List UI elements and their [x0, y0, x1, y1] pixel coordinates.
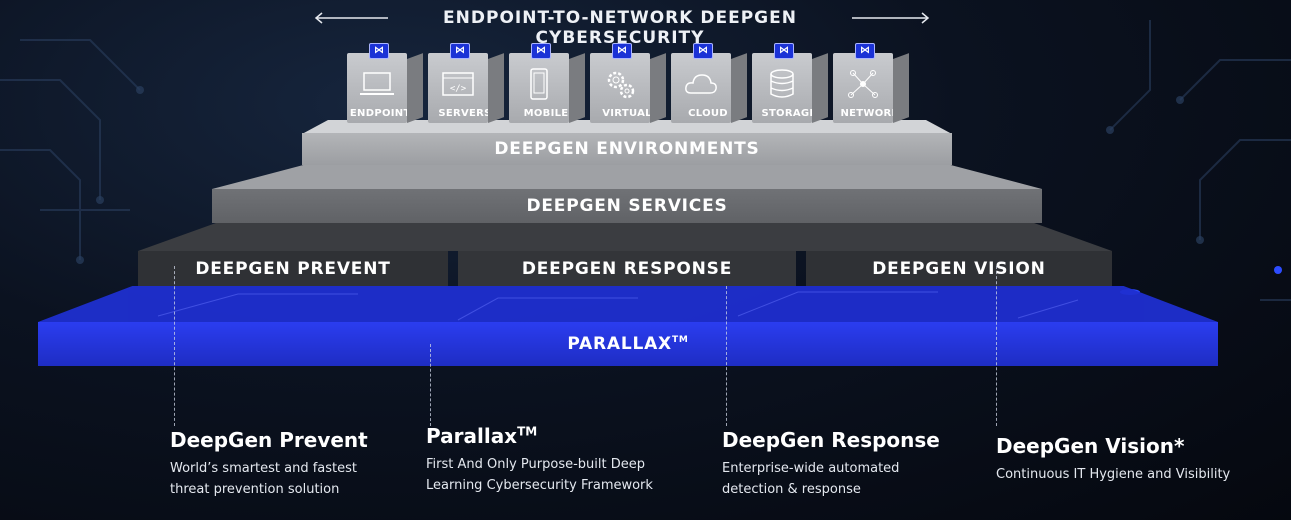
env-label: VIRTUAL	[602, 108, 652, 119]
deepgen-logo-icon: ⋈	[450, 43, 470, 59]
header-title: ENDPOINT-TO-NETWORK DEEPGEN CYBERSECURIT…	[443, 8, 797, 48]
env-label: SERVERS	[438, 108, 492, 119]
connector-prevent	[174, 266, 175, 426]
env-cloud: ⋈ CLOUD	[671, 43, 731, 123]
parallax-tm: TM	[671, 335, 689, 345]
parallax-label: PARALLAX	[567, 334, 672, 354]
env-storage: ⋈ STORAGE	[752, 43, 816, 123]
connector-response	[726, 286, 727, 426]
network-nodes-icon	[848, 70, 878, 98]
env-mobile: ⋈ MOBILE	[509, 43, 569, 123]
deepgen-logo-icon: ⋈	[855, 43, 875, 59]
env-virtual: ⋈ VIRTUAL	[590, 43, 651, 123]
desc-text: Continuous IT Hygiene and Visibility	[996, 467, 1231, 482]
desc-deepgen-response: DeepGen Response Enterprise-wide automat…	[722, 428, 940, 500]
env-label: MOBILE	[523, 108, 569, 119]
tier-deepgen-prevent: DEEPGEN PREVENT	[138, 251, 448, 286]
tier-deepgen-environments: DEEPGEN ENVIRONMENTS	[302, 133, 952, 165]
env-servers: ⋈ </> SERVERS	[428, 43, 491, 123]
deepgen-logo-icon: ⋈	[693, 43, 713, 59]
env-label: STORAGE	[761, 108, 817, 119]
left-arrow-icon	[314, 12, 388, 24]
products-layer-top	[138, 223, 1112, 251]
tier-deepgen-response: DEEPGEN RESPONSE	[458, 251, 796, 286]
services-layer-top	[212, 165, 1042, 189]
desc-title: DeepGen Response	[722, 428, 940, 452]
connector-vision	[996, 266, 997, 426]
desc-title: DeepGen Vision*	[996, 434, 1185, 458]
tier-deepgen-services: DEEPGEN SERVICES	[212, 189, 1042, 223]
desc-title: ParallaxTM	[426, 424, 538, 448]
desc-deepgen-vision: DeepGen Vision* Continuous IT Hygiene an…	[996, 434, 1230, 485]
env-endpoints: ⋈ ENDPOINTS	[347, 43, 418, 123]
environments-layer-top	[302, 120, 952, 134]
desc-parallax: ParallaxTM First And Only Purpose-built …	[426, 424, 653, 496]
mobile-phone-icon	[530, 68, 548, 100]
env-label: ENDPOINTS	[349, 108, 419, 119]
desc-deepgen-prevent: DeepGen Prevent World’s smartest and fas…	[170, 428, 368, 500]
env-label: CLOUD	[688, 108, 728, 119]
code-window-icon: </>	[442, 72, 474, 96]
deepgen-logo-icon: ⋈	[369, 43, 389, 59]
laptop-icon	[360, 72, 394, 95]
header: ENDPOINT-TO-NETWORK DEEPGEN CYBERSECURIT…	[0, 8, 1291, 48]
deepgen-logo-icon: ⋈	[774, 43, 794, 59]
cloud-icon	[685, 74, 717, 94]
deepgen-logo-icon: ⋈	[531, 43, 551, 59]
env-label: NETWORK	[840, 108, 900, 119]
gears-icon	[607, 71, 635, 99]
right-arrow-icon	[852, 12, 930, 24]
parallax-layer-top	[38, 286, 1218, 322]
connector-parallax	[430, 344, 431, 426]
svg-text:</>: </>	[450, 84, 467, 94]
env-network: ⋈ NETWORK	[833, 43, 899, 123]
deepgen-logo-icon: ⋈	[612, 43, 632, 59]
database-icon	[770, 69, 794, 98]
tier-deepgen-vision: DEEPGEN VISION	[806, 251, 1112, 286]
desc-title: DeepGen Prevent	[170, 428, 368, 452]
